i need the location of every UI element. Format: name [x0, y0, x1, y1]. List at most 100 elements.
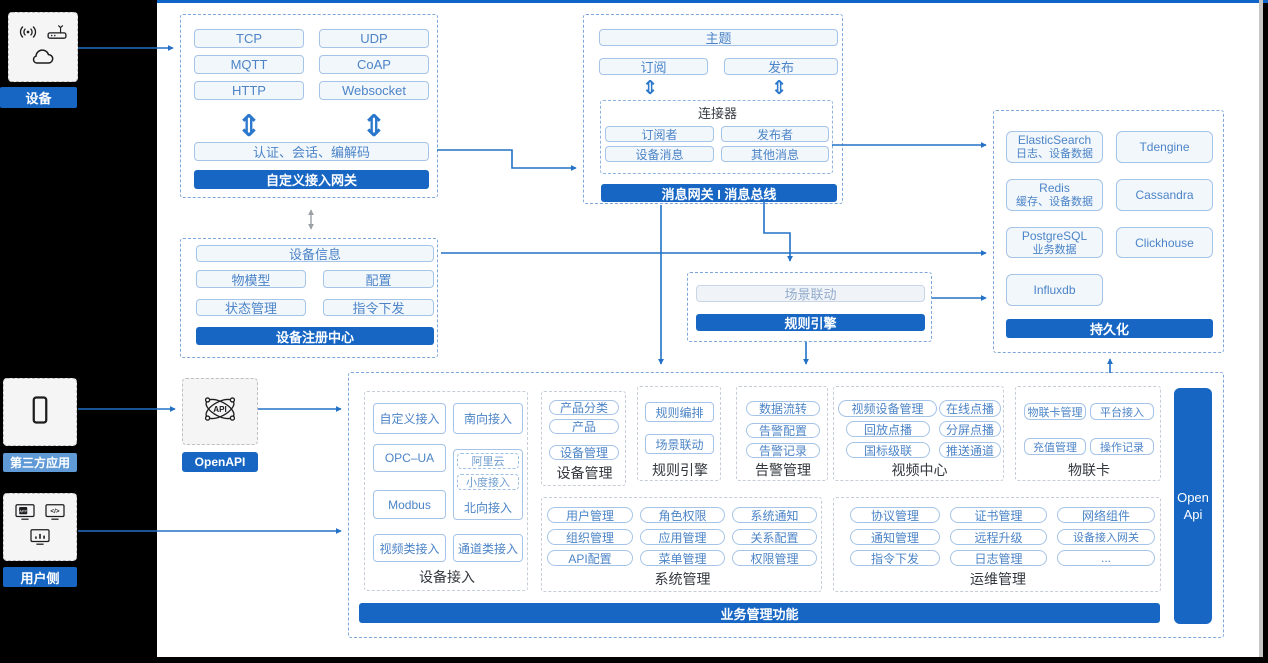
alarm-node: 告警记录	[746, 443, 820, 458]
openapi-label: OpenAPI	[182, 452, 258, 472]
group-video: 视频设备管理 在线点播 回放点播 分屏点播 国标级联 推送通道 视频中心	[833, 386, 1004, 481]
north-access-node: 阿里云	[457, 453, 519, 469]
access-node: OPC–UA	[373, 444, 446, 472]
group-label: 设备接入	[419, 569, 475, 585]
group-system: 用户管理 角色权限 系统通知 组织管理 应用管理 关系配置 API配置 菜单管理…	[541, 497, 822, 592]
group-label: 运维管理	[970, 570, 1026, 587]
ops-node: 证书管理	[950, 507, 1047, 523]
iot-card-node: 平台接入	[1090, 403, 1154, 420]
persistence-title-bar: 持久化	[1006, 319, 1213, 338]
protocol-node: CoAP	[319, 55, 429, 74]
system-node: 系统通知	[732, 507, 817, 523]
video-node: 视频设备管理	[838, 400, 937, 417]
north-access-node: 小度接入	[457, 474, 519, 490]
device-rail-label: 设备	[0, 87, 77, 108]
user-side-icon-box: APP </>	[3, 493, 77, 561]
openapi-icon: API	[197, 388, 243, 435]
double-arrow-icon: ⇕	[771, 77, 787, 99]
iot-card-node: 充值管理	[1024, 438, 1086, 455]
registry-node: 配置	[323, 270, 434, 288]
connector-node: 设备消息	[605, 146, 714, 162]
ops-node: 网络组件	[1057, 507, 1155, 523]
system-node: 菜单管理	[640, 550, 725, 566]
group-label: 告警管理	[755, 461, 811, 478]
topic-node: 主题	[599, 29, 838, 46]
rule-node: 规则编排	[645, 402, 714, 422]
custom-gateway-panel: TCP UDP MQTT CoAP HTTP Websocket ⇕ ⇕ 认证、…	[180, 14, 438, 198]
ops-node: ...	[1057, 550, 1155, 566]
registry-node: 指令下发	[323, 299, 434, 316]
protocol-node: UDP	[319, 29, 429, 48]
cloud-icon	[30, 48, 56, 71]
access-node: 通道类接入	[453, 534, 523, 562]
ops-node: 远程升级	[950, 529, 1047, 545]
connector-node: 发布者	[721, 126, 829, 142]
group-label: 规则引擎	[652, 461, 708, 478]
message-bus-panel: 主题 订阅 发布 ⇕ ⇕ 连接器 订阅者 发布者 设备消息 其他消息 消息网关 …	[583, 14, 843, 204]
group-ops: 协议管理 证书管理 网络组件 通知管理 远程升级 设备接入网关 指令下发 日志管…	[833, 497, 1161, 592]
protocol-node: MQTT	[194, 55, 304, 74]
connector-title: 连接器	[697, 106, 737, 121]
store-node: Cassandra	[1116, 179, 1213, 211]
group-device-mgmt: 产品分类 产品 设备管理 设备管理	[541, 391, 626, 486]
video-node: 国标级联	[846, 442, 930, 458]
video-node: 分屏点播	[939, 421, 1001, 437]
user-side-rail-label: 用户侧	[3, 567, 77, 587]
iot-card-node: 物联卡管理	[1024, 403, 1086, 420]
signal-icon	[18, 24, 38, 45]
protocol-node: Websocket	[319, 81, 429, 100]
alarm-node: 告警配置	[746, 423, 820, 438]
video-node: 回放点播	[846, 421, 930, 437]
connector-node: 其他消息	[721, 146, 829, 162]
router-icon	[46, 24, 68, 45]
openapi-icon-box: API	[182, 378, 258, 445]
group-label: 物联卡	[1068, 461, 1110, 478]
system-node: 关系配置	[732, 529, 817, 545]
ops-node: 协议管理	[850, 507, 940, 523]
store-node: Tdengine	[1116, 131, 1213, 163]
alarm-node: 数据流转	[746, 401, 820, 416]
double-arrow-icon: ⇕	[642, 77, 658, 99]
group-device-access: 自定义接入 南向接入 OPC–UA 北向接入 阿里云 小度接入 Modbus 视…	[364, 391, 528, 591]
device-mgmt-node: 设备管理	[549, 445, 619, 460]
chart-icon	[29, 528, 51, 551]
svg-text:APP: APP	[19, 509, 27, 513]
publish-node: 发布	[724, 58, 838, 75]
iot-card-node: 操作记录	[1090, 438, 1154, 455]
custom-gateway-title-bar: 自定义接入网关	[194, 170, 429, 189]
connector-box: 连接器 订阅者 发布者 设备消息 其他消息	[600, 100, 833, 174]
top-accent-line	[157, 0, 1268, 3]
subscribe-node: 订阅	[599, 58, 708, 75]
third-party-icon-box	[3, 378, 77, 446]
device-info-node: 设备信息	[196, 245, 434, 262]
video-node: 在线点播	[939, 400, 1001, 417]
business-title-bar: 业务管理功能	[359, 603, 1160, 623]
protocol-node: TCP	[194, 29, 304, 48]
store-node: Clickhouse	[1116, 227, 1213, 258]
group-alarm: 数据流转 告警配置 告警记录 告警管理	[736, 386, 828, 481]
double-arrow-icon: ⇕	[236, 109, 262, 143]
system-node: API配置	[547, 550, 633, 566]
connector-node: 订阅者	[605, 126, 714, 142]
app-icon: APP	[14, 503, 36, 526]
open-api-vertical-bar: Open Api	[1174, 388, 1212, 624]
rule-node: 场景联动	[645, 434, 714, 454]
access-node: 自定义接入	[373, 403, 446, 434]
rule-engine-title-bar: 规则引擎	[696, 314, 925, 331]
code-icon: </>	[44, 503, 66, 526]
group-label: 设备管理	[556, 464, 613, 481]
device-mgmt-node: 产品分类	[549, 400, 619, 415]
video-node: 推送通道	[939, 442, 1001, 458]
phone-icon	[31, 395, 49, 430]
ops-node: 日志管理	[950, 550, 1047, 566]
group-label: 视频中心	[891, 461, 948, 478]
group-rule-engine: 规则编排 场景联动 规则引擎	[637, 386, 721, 481]
ops-node: 通知管理	[850, 529, 940, 545]
store-node: Influxdb	[1006, 274, 1103, 306]
codec-node: 认证、会话、编解码	[194, 142, 429, 161]
device-icon-box	[8, 12, 78, 82]
